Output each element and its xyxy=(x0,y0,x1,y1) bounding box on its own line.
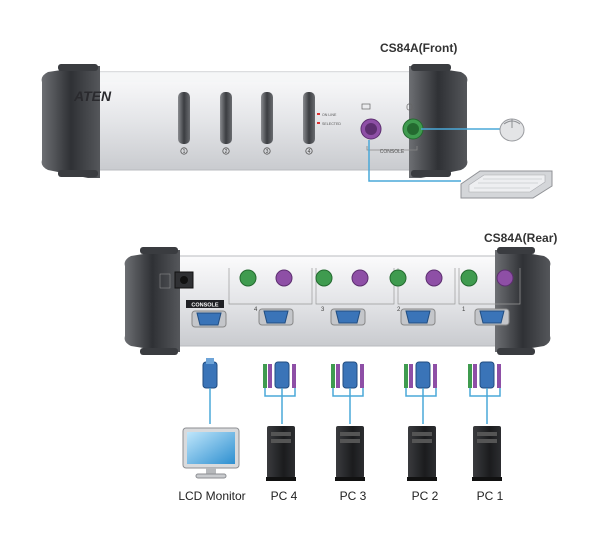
led-label-selected: SELECTED xyxy=(322,122,341,126)
mouse-icon xyxy=(499,118,525,142)
device-label-lcd-monitor: LCD Monitor xyxy=(178,489,245,503)
cable-set-pc1 xyxy=(468,361,501,424)
pc1-tower-icon xyxy=(472,426,502,481)
front-ps2-keyboard-port[interactable] xyxy=(360,118,382,140)
front-chassis xyxy=(41,64,468,178)
port-buttons xyxy=(178,92,315,155)
pc3-tower-icon xyxy=(335,426,365,481)
cpu-port-group-2 xyxy=(389,268,456,326)
power-spec-icon xyxy=(159,273,171,289)
port-button-1[interactable] xyxy=(178,92,190,155)
front-port-number-3: 3 xyxy=(266,149,269,155)
rear-port-number-2: 2 xyxy=(397,307,401,313)
front-ps2-mouse-port[interactable] xyxy=(402,118,424,140)
port-button-2[interactable] xyxy=(220,92,232,155)
port-button-3[interactable] xyxy=(261,92,273,155)
rear-left-end-cap xyxy=(124,250,180,352)
port-button-4[interactable] xyxy=(303,92,315,155)
cable-set-pc2 xyxy=(404,361,437,424)
device-label-pc3: PC 3 xyxy=(340,489,367,503)
front-port-number-1: 1 xyxy=(183,149,186,155)
keyboard-cable xyxy=(368,140,461,182)
led-label-online: ON LINE xyxy=(322,113,337,117)
keyboard-symbol-icon xyxy=(361,103,371,110)
front-title: CS84A(Front) xyxy=(380,41,457,55)
rear-console-label: CONSOLE xyxy=(191,303,219,309)
rear-port-number-4: 4 xyxy=(254,307,258,313)
device-label-pc4: PC 4 xyxy=(271,489,298,503)
keyboard-icon xyxy=(460,170,553,199)
rear-port-number-1: 1 xyxy=(462,307,466,313)
front-left-end-cap xyxy=(41,66,100,178)
device-label-pc2: PC 2 xyxy=(412,489,439,503)
cpu-port-group-1 xyxy=(458,268,521,326)
mouse-symbol-icon xyxy=(406,103,413,111)
cable-set-pc4 xyxy=(263,361,296,424)
rear-title: CS84A(Rear) xyxy=(484,231,557,245)
lcd-monitor-icon xyxy=(182,427,240,479)
cpu-port-group-4 xyxy=(228,268,313,326)
device-label-pc1: PC 1 xyxy=(477,489,504,503)
monitor-vga-connector-icon xyxy=(202,358,218,389)
front-port-number-4: 4 xyxy=(308,149,311,155)
cable-set-pc3 xyxy=(331,361,364,424)
rear-console-label-plate xyxy=(186,300,224,308)
front-console-label: CONSOLE xyxy=(380,149,405,155)
pc2-tower-icon xyxy=(407,426,437,481)
front-right-end-cap xyxy=(409,66,468,178)
rear-port-number-3: 3 xyxy=(321,307,325,313)
rear-right-end-cap xyxy=(495,250,551,352)
cpu-port-group-3 xyxy=(315,268,395,326)
led-legend xyxy=(317,113,320,124)
front-port-number-2: 2 xyxy=(225,149,228,155)
aten-logo: ATEN xyxy=(73,88,112,104)
rear-console-vga-port[interactable] xyxy=(191,310,227,328)
power-jack[interactable] xyxy=(174,271,194,289)
pc4-tower-icon xyxy=(266,426,296,481)
